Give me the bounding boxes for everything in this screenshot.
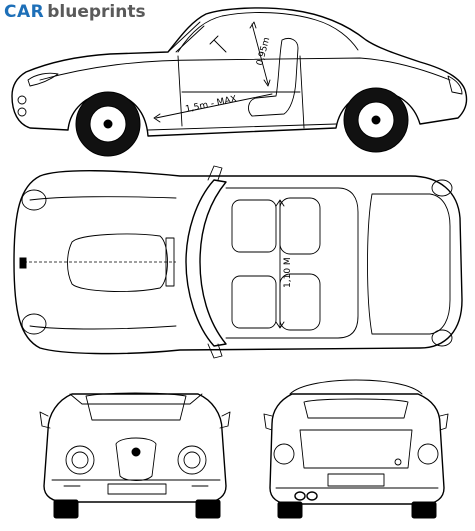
front-body-outline xyxy=(43,393,227,503)
top-view: 1,10 M xyxy=(13,165,463,359)
side-tail-light xyxy=(447,75,463,95)
side-foglight-1 xyxy=(17,95,27,105)
side-headlight xyxy=(27,72,59,87)
side-windscreen xyxy=(167,21,205,53)
rear-boot-lock xyxy=(394,458,402,466)
front-headlight-right-inner xyxy=(183,451,201,469)
top-seat-left-back xyxy=(279,197,321,255)
top-cockpit xyxy=(225,187,359,339)
top-mirror-left xyxy=(207,165,223,181)
top-body-outline xyxy=(13,170,463,355)
top-taillight-left xyxy=(431,179,453,197)
front-headlight-left-inner xyxy=(71,451,89,469)
side-roof-dim-line xyxy=(249,21,271,87)
front-windscreen-glass xyxy=(85,392,187,421)
rear-exhaust-1 xyxy=(294,491,306,501)
side-foglight-2 xyxy=(17,107,27,117)
rear-mirror-right xyxy=(439,413,449,431)
side-door-line xyxy=(177,55,305,129)
top-interior-dimension: 1,10 M xyxy=(283,257,293,288)
front-headlight-left xyxy=(65,445,95,475)
side-seat xyxy=(248,37,299,117)
rear-boot-lid xyxy=(299,429,413,469)
top-bonnet-bulge xyxy=(67,233,168,292)
front-tire-right xyxy=(195,499,221,519)
front-license-plate xyxy=(107,483,167,495)
top-headlight-left xyxy=(21,189,47,211)
front-windscreen xyxy=(69,393,203,405)
side-soft-top xyxy=(177,12,359,53)
front-headlight-right xyxy=(177,445,207,475)
rear-exhaust-2 xyxy=(306,491,318,501)
logo-car-text: CAR xyxy=(4,2,45,22)
front-badge xyxy=(131,447,141,457)
rear-window xyxy=(303,398,409,419)
front-mirror-right xyxy=(219,411,231,429)
rear-view xyxy=(263,379,449,519)
top-taillight-right xyxy=(431,329,453,347)
side-seat-dim-line xyxy=(153,93,273,123)
top-front-badge xyxy=(19,257,27,269)
side-roof-dimension: 0,95m xyxy=(255,36,272,66)
top-hood-panel xyxy=(29,196,177,330)
top-seat-right-cushion xyxy=(231,275,277,329)
top-headlight-right xyxy=(21,313,47,335)
rear-tire-right xyxy=(411,501,437,519)
logo-blueprints-text: blueprints xyxy=(47,2,146,22)
top-seat-left-cushion xyxy=(231,199,277,253)
front-mirror-left xyxy=(39,411,51,429)
rear-soft-top xyxy=(289,379,423,395)
rear-mirror-left xyxy=(263,413,273,431)
top-windscreen xyxy=(185,179,227,347)
rear-taillight-right xyxy=(417,443,439,465)
rear-body-outline xyxy=(269,393,445,505)
top-mirror-right xyxy=(207,343,223,359)
front-view xyxy=(39,392,231,519)
rear-license-plate xyxy=(327,473,385,487)
side-steering-wheel xyxy=(209,35,227,53)
car-blueprints-logo: CAR blueprints xyxy=(4,2,146,22)
rear-taillight-left xyxy=(273,443,295,465)
side-front-hub xyxy=(103,119,113,129)
side-view: 0,95m 1,5m - MAX xyxy=(11,7,468,157)
side-rear-hub xyxy=(371,115,381,125)
front-tire-left xyxy=(53,499,79,519)
front-grille xyxy=(115,437,157,481)
side-sill xyxy=(147,123,337,131)
top-bonnet-vent xyxy=(165,237,175,287)
top-interior-dim-line xyxy=(275,199,285,329)
side-beltline xyxy=(39,57,451,81)
top-boot-lid xyxy=(367,193,451,335)
rear-tire-left xyxy=(277,501,303,519)
side-seat-dimension: 1,5m - MAX xyxy=(185,94,238,115)
